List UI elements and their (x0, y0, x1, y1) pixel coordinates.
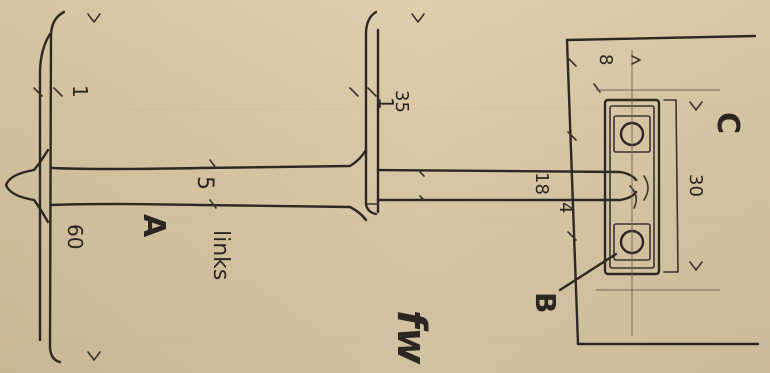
dim-label-30: 30 (685, 174, 706, 197)
part-label-c: C (710, 112, 745, 134)
guide-lines (596, 50, 720, 336)
middle-rail (364, 10, 380, 216)
dim-label-left-1: 1 (68, 85, 92, 98)
dim-label-mid-1: 1 (374, 97, 398, 110)
ruled-lines (0, 107, 770, 339)
dimension-ticks (33, 57, 577, 241)
signature: fw (388, 310, 434, 365)
left-rail (4, 10, 66, 364)
dim-label-8: 8 (595, 54, 616, 65)
dim-label-5: 5 (192, 176, 217, 190)
dim-label-18: 18 (531, 172, 552, 195)
stem-lower-edge (50, 202, 368, 222)
part-label-b: B (529, 292, 562, 313)
part-label-a: A (136, 214, 171, 238)
dim-label-4: 4 (555, 202, 576, 213)
dim-label-60: 60 (63, 224, 87, 249)
sketch-labels: 1 1 35 5 60 18 4 8 30 A B C links fw (63, 54, 745, 365)
dim-label-35: 35 (391, 90, 412, 113)
stem-upper-edge (50, 148, 368, 171)
note-links: links (208, 230, 233, 280)
stem-right (376, 168, 638, 209)
leader-b (558, 252, 618, 292)
arrow-marks (87, 13, 703, 361)
plate-c (565, 34, 760, 346)
